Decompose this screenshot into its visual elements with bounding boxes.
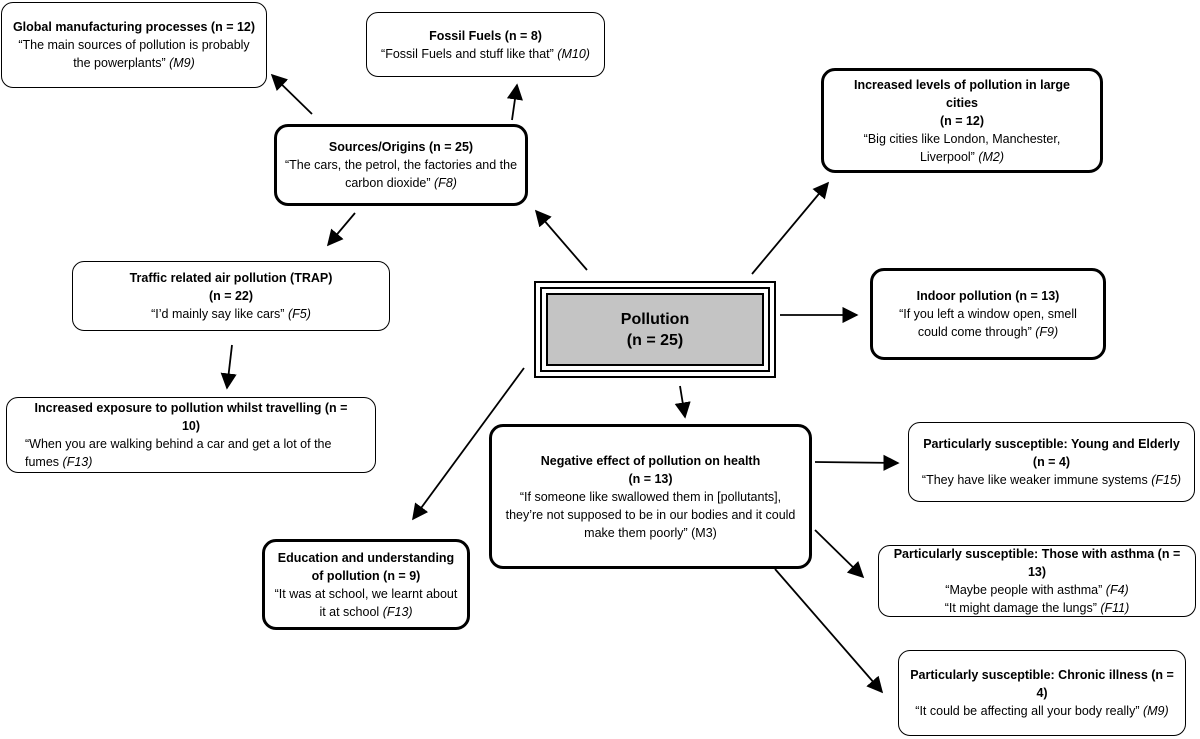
node-quote: “The main sources of pollution is probab… [18, 38, 250, 70]
arrow-sources-to-manufacturing [270, 73, 313, 115]
node-asthma: Particularly susceptible: Those with ast… [878, 545, 1196, 617]
node-fossil-fuels: Fossil Fuels (n = 8) “Fossil Fuels and s… [366, 12, 605, 77]
node-title: Particularly susceptible: Those with ast… [893, 547, 1181, 579]
node-sources-origins: Sources/Origins (n = 25) “The cars, the … [274, 124, 528, 206]
arrow-sources-to-fossil [506, 83, 523, 121]
arrow-sources-to-trap [326, 212, 356, 247]
node-quote-2: “It might damage the lungs” (F11) [944, 601, 1130, 615]
center-node-mid-frame: Pollution (n = 25) [540, 287, 770, 372]
node-global-manufacturing: Global manufacturing processes (n = 12) … [1, 2, 267, 88]
node-quote: “It could be affecting all your body rea… [915, 704, 1169, 718]
node-quote: “Big cities like London, Manchester, Liv… [863, 131, 1061, 164]
node-title: Increased levels of pollution in large c… [853, 77, 1071, 110]
node-chronic-illness: Particularly susceptible: Chronic illnes… [898, 650, 1186, 736]
node-young-elderly: Particularly susceptible: Young and Elde… [908, 422, 1195, 502]
node-quote: “The cars, the petrol, the factories and… [284, 158, 518, 190]
node-quote: “If someone like swallowed them in [poll… [505, 489, 796, 540]
center-node-inner: Pollution (n = 25) [546, 293, 764, 366]
center-node-pollution: Pollution (n = 25) [534, 281, 776, 378]
node-negative-health: Negative effect of pollution on health (… [489, 424, 812, 569]
arrow-trap-to-exposure [220, 344, 237, 390]
arrow-health-to-young [814, 454, 900, 471]
node-count: (n = 22) [208, 289, 254, 303]
center-count: (n = 25) [626, 331, 684, 349]
arrow-center-to-sources [534, 209, 588, 271]
node-quote-1: “Maybe people with asthma” (F4) [945, 583, 1129, 597]
arrow-center-to-health [674, 385, 691, 419]
node-quote: “I’d mainly say like cars” (F5) [151, 307, 311, 321]
node-indoor-pollution: Indoor pollution (n = 13) “If you left a… [870, 268, 1106, 360]
node-count: (n = 13) [628, 471, 673, 486]
node-trap: Traffic related air pollution (TRAP) (n … [72, 261, 390, 331]
arrow-health-to-asthma [814, 529, 865, 579]
arrow-center-to-education [412, 367, 525, 521]
node-quote: “It was at school, we learnt about it at… [274, 586, 458, 619]
node-title: Particularly susceptible: Young and Elde… [923, 437, 1180, 451]
node-quote: “Fossil Fuels and stuff like that” (M10) [381, 46, 590, 61]
node-title: Education and understanding of pollution… [277, 550, 455, 583]
node-title: Sources/Origins (n = 25) [328, 140, 474, 154]
node-title: Particularly susceptible: Chronic illnes… [910, 668, 1174, 700]
arrow-health-to-chronic [774, 568, 884, 694]
node-count: (n = 4) [1032, 455, 1071, 469]
node-title: Negative effect of pollution on health [540, 453, 761, 468]
node-quote: “When you are walking behind a car and g… [25, 437, 332, 469]
node-title: Traffic related air pollution (TRAP) [129, 271, 333, 285]
node-title: Fossil Fuels (n = 8) [429, 28, 542, 43]
node-title: Indoor pollution (n = 13) [916, 289, 1060, 303]
node-large-cities: Increased levels of pollution in large c… [821, 68, 1103, 173]
arrow-center-to-cities [751, 181, 830, 275]
node-count: (n = 12) [939, 113, 985, 128]
node-exposure-travelling: Increased exposure to pollution whilst t… [6, 397, 376, 473]
node-education: Education and understanding of pollution… [262, 539, 470, 630]
center-title: Pollution [620, 310, 690, 328]
node-title: Increased exposure to pollution whilst t… [34, 401, 348, 433]
node-title: Global manufacturing processes (n = 12) [12, 20, 256, 34]
node-quote: “They have like weaker immune systems (F… [921, 473, 1182, 487]
node-quote: “If you left a window open, smell could … [899, 307, 1077, 339]
